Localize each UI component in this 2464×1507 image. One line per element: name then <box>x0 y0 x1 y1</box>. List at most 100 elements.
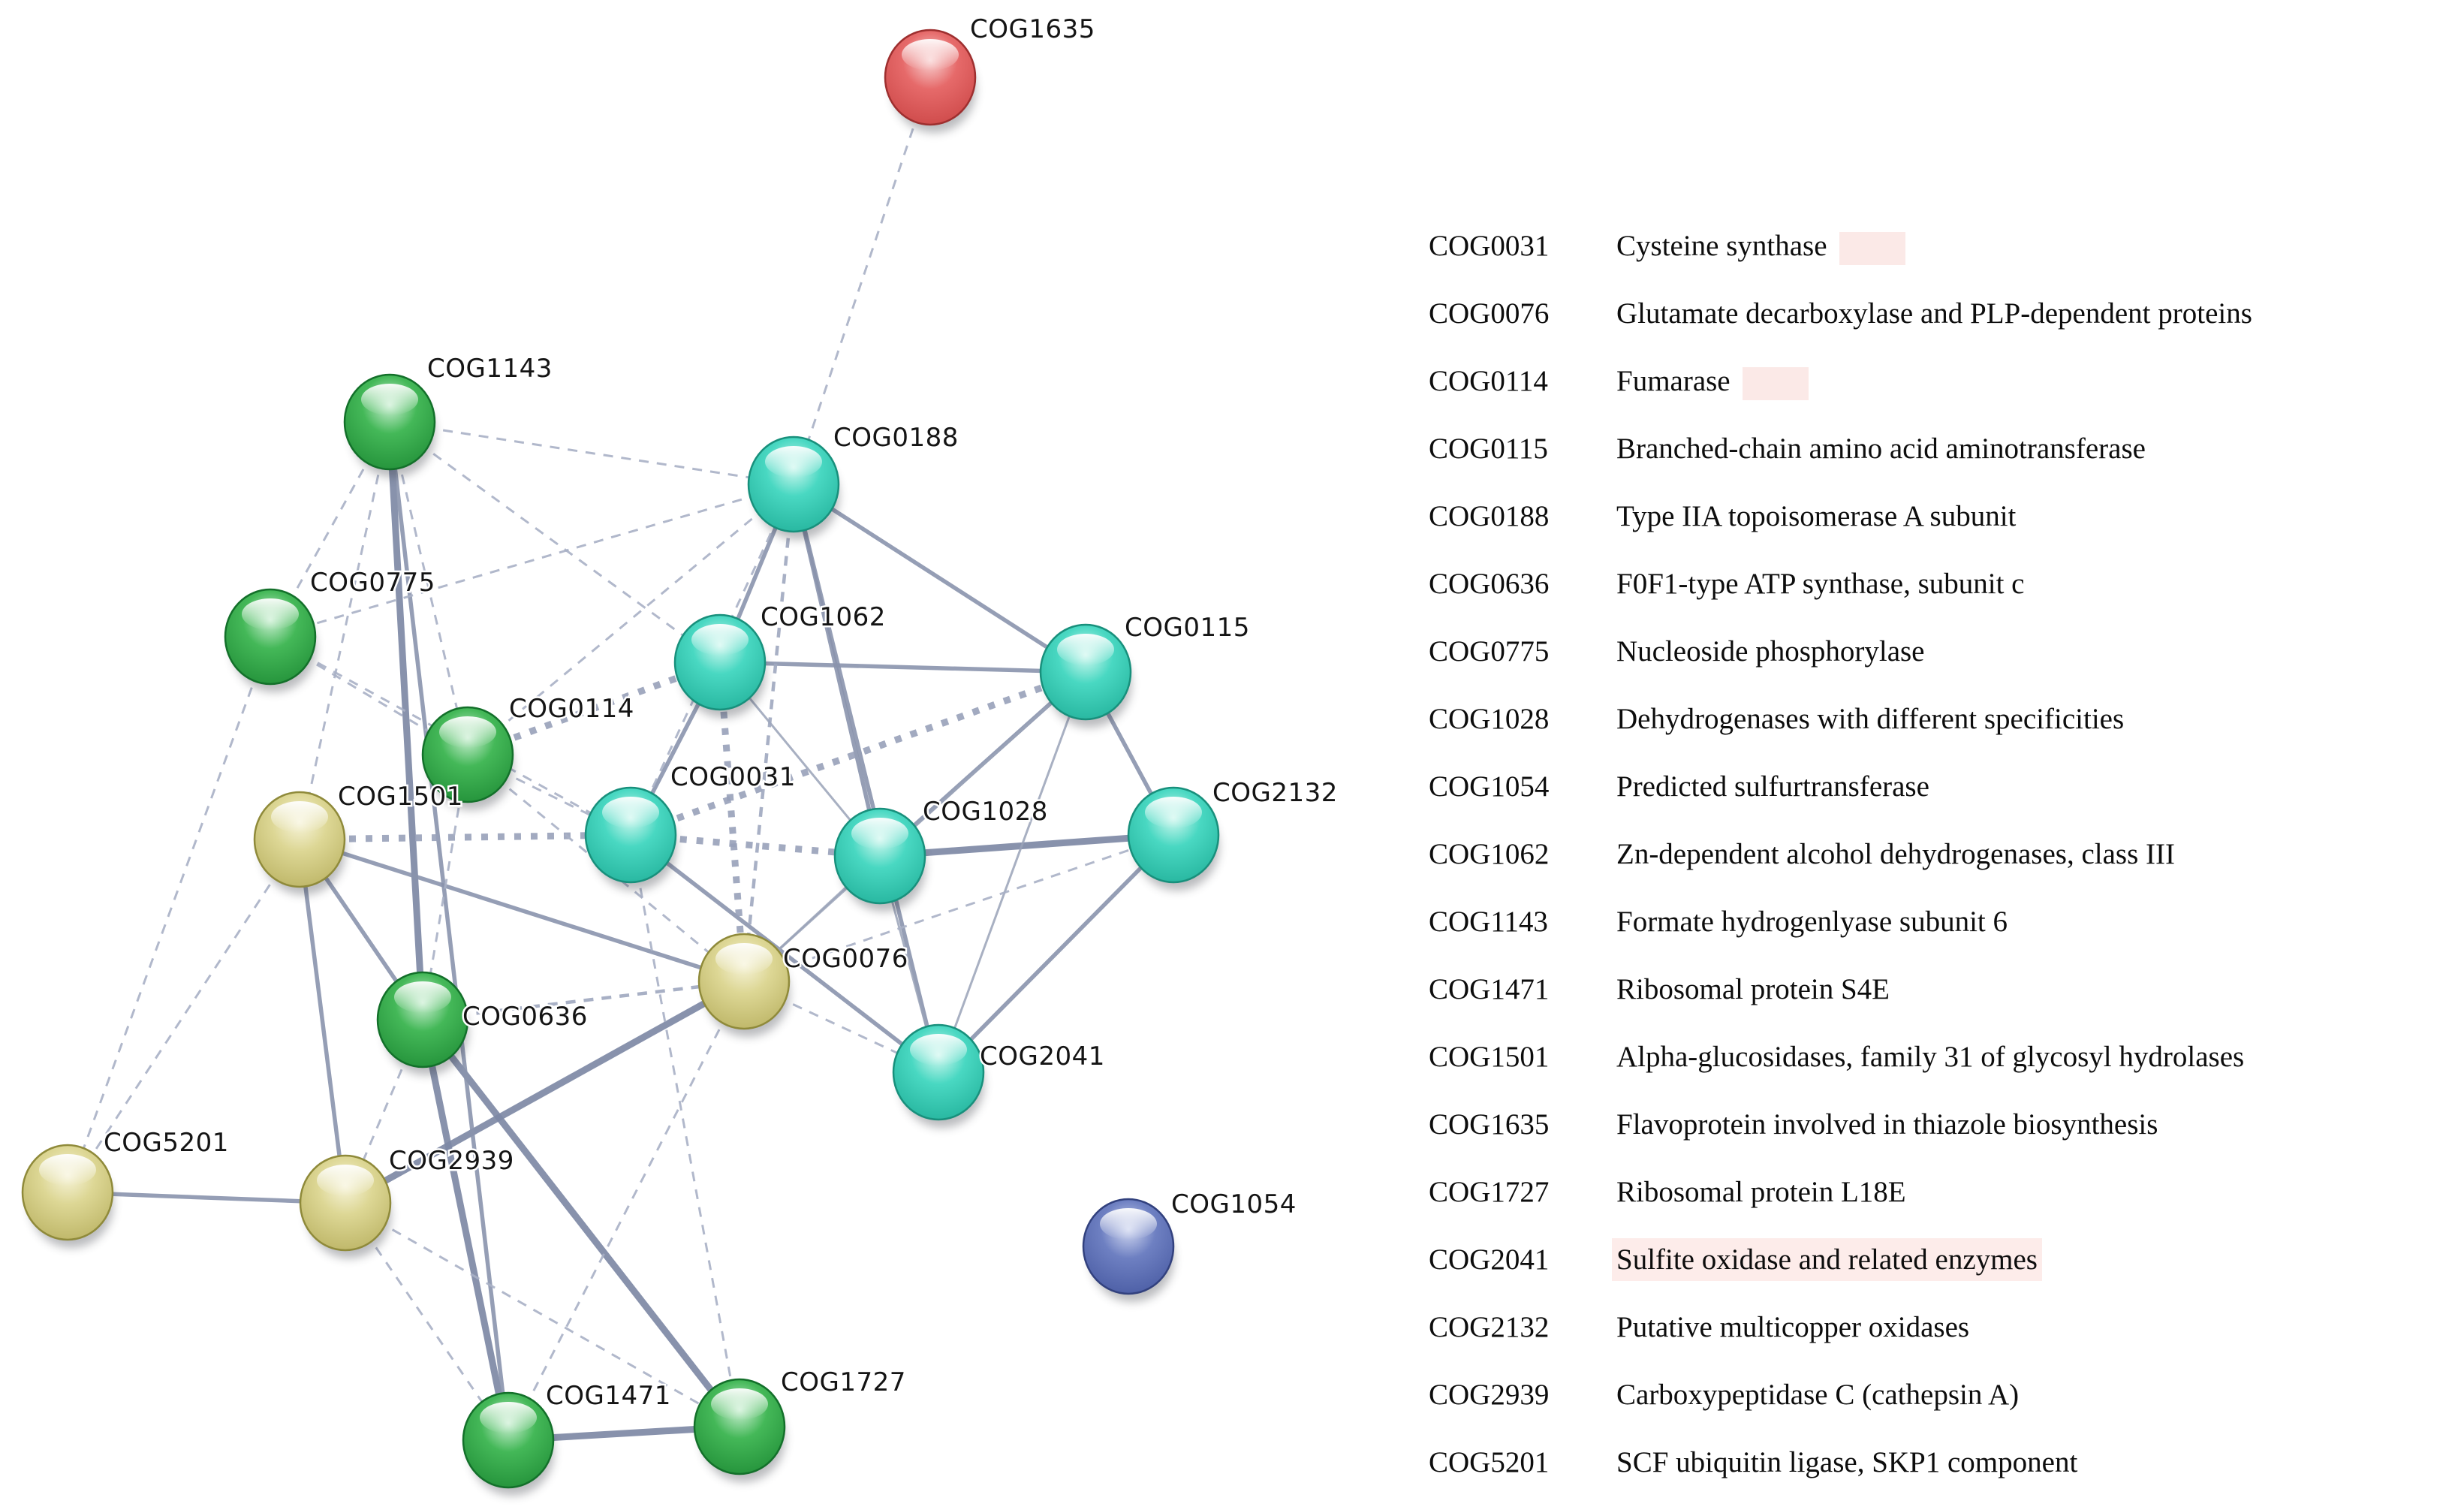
node-COG1054[interactable] <box>1082 1198 1175 1302</box>
node-COG1471[interactable] <box>462 1391 555 1496</box>
legend-cog-id: COG1501 <box>1429 1041 1550 1073</box>
edge-COG0076-COG1471 <box>507 981 746 1441</box>
node-label-COG0076: COG0076 <box>783 944 908 974</box>
node-COG0188[interactable] <box>747 436 840 540</box>
edge-COG0031-COG1727 <box>629 834 741 1427</box>
edge-COG1501-COG2939 <box>297 837 348 1205</box>
edge-COG0114-COG1062 <box>466 659 721 758</box>
legend-cog-id: COG1635 <box>1429 1108 1550 1141</box>
edge-COG1501-COG5201 <box>66 839 301 1193</box>
legend-cog-id: COG1062 <box>1429 838 1550 870</box>
edges-layer <box>65 77 1177 1444</box>
edge-COG1143-COG0114 <box>388 421 469 755</box>
node-label-COG0031: COG0031 <box>670 762 796 792</box>
node-label-COG1143: COG1143 <box>427 354 553 384</box>
legend-description: SCF ubiquitin ligase, SKP1 component <box>1616 1446 2078 1478</box>
edge-COG5201-COG2939 <box>65 1190 348 1205</box>
node-label-COG0114: COG0114 <box>509 694 634 724</box>
node-COG2041[interactable] <box>892 1023 985 1128</box>
node-COG1143[interactable] <box>343 373 436 478</box>
node-COG2939[interactable] <box>299 1154 392 1258</box>
legend-cog-id: COG5201 <box>1429 1446 1550 1478</box>
node-label-COG5201: COG5201 <box>104 1128 229 1158</box>
edge-COG0188-COG0115 <box>791 482 1088 674</box>
legend-row-COG5201: COG5201 SCF ubiquitin ligase, SKP1 compo… <box>1429 1445 2077 1479</box>
edge-COG0775-COG5201 <box>66 636 272 1193</box>
node-COG1028[interactable] <box>833 807 926 912</box>
node-label-COG0188: COG0188 <box>833 423 959 453</box>
node-label-COG2132: COG2132 <box>1212 778 1338 808</box>
node-COG0076[interactable] <box>697 933 791 1037</box>
legend-description: Alpha-glucosidases, family 31 of glycosy… <box>1616 1041 2245 1073</box>
legend-description: Putative multicopper oxidases <box>1616 1311 1970 1343</box>
node-label-COG2939: COG2939 <box>389 1146 514 1176</box>
legend-cog-id: COG1028 <box>1429 703 1550 735</box>
edge-COG1501-COG0031 <box>299 831 631 843</box>
nodes-layer <box>21 29 1220 1496</box>
legend-description: Sulfite oxidase and related enzymes <box>1616 1243 2038 1276</box>
edge-COG0031-COG0115 <box>629 668 1087 839</box>
edge-COG2939-COG1727 <box>345 1201 740 1428</box>
legend-cog-id: COG0114 <box>1429 365 1548 397</box>
legend-description: Carboxypeptidase C (cathepsin A) <box>1616 1379 2020 1411</box>
edge-COG0188-COG0775 <box>270 483 794 638</box>
node-label-COG0775: COG0775 <box>310 568 435 598</box>
node-COG1727[interactable] <box>693 1378 786 1482</box>
node-COG0031[interactable] <box>584 786 677 891</box>
node-COG1635[interactable] <box>884 29 977 133</box>
legend-cog-id: COG2132 <box>1429 1311 1550 1343</box>
legend-description: Nucleoside phosphorylase <box>1616 635 1925 668</box>
legend-cog-id: COG2041 <box>1429 1243 1550 1276</box>
legend-row-COG1471: COG1471 Ribosomal protein S4E <box>1429 972 1890 1006</box>
edge-COG1143-COG0636 <box>386 418 426 1023</box>
edge-COG0115-COG2041 <box>937 671 1087 1074</box>
legend-description: Glutamate decarboxylase and PLP-dependen… <box>1616 297 2252 330</box>
node-COG5201[interactable] <box>21 1144 114 1248</box>
node-COG1062[interactable] <box>673 613 767 718</box>
legend-description: Fumarase <box>1616 365 1731 397</box>
edge-COG2939-COG0076 <box>342 978 748 1207</box>
node-label-COG1028: COG1028 <box>923 797 1048 827</box>
node-COG1501[interactable] <box>253 791 346 895</box>
node-COG2132[interactable] <box>1127 786 1220 891</box>
legend-cog-id: COG2939 <box>1429 1379 1550 1411</box>
edge-COG1501-COG0076 <box>297 837 746 984</box>
edge-COG2132-COG2041 <box>936 833 1176 1074</box>
edge-COG1143-COG0188 <box>389 420 794 486</box>
legend-description: Ribosomal protein L18E <box>1616 1176 1906 1208</box>
legend-row-COG2939: COG2939 Carboxypeptidase C (cathepsin A) <box>1429 1378 2019 1412</box>
node-COG0775[interactable] <box>224 588 317 692</box>
legend-row-COG2041: COG2041 Sulfite oxidase and related enzym… <box>1429 1243 2038 1276</box>
edge-COG0188-COG2041 <box>791 482 941 1074</box>
highlight-box <box>1742 367 1809 401</box>
node-COG0114[interactable] <box>421 706 514 810</box>
legend-description: F0F1-type ATP synthase, subunit c <box>1616 568 2025 600</box>
legend-description: Flavoprotein involved in thiazole biosyn… <box>1616 1108 2158 1141</box>
node-label-COG0115: COG0115 <box>1125 613 1250 643</box>
node-COG0115[interactable] <box>1039 623 1132 728</box>
legend-description: Predicted sulfurtransferase <box>1616 770 1929 803</box>
edge-COG0188-COG0076 <box>742 484 796 982</box>
node-COG0636[interactable] <box>376 971 469 1075</box>
legend-description: Branched-chain amino acid aminotransfera… <box>1616 433 2146 465</box>
legend-cog-id: COG1143 <box>1429 906 1548 938</box>
node-label-COG0636: COG0636 <box>462 1002 588 1032</box>
legend-description: Ribosomal protein S4E <box>1616 973 1890 1005</box>
legend-cog-id: COG1471 <box>1429 973 1550 1005</box>
edge-COG2939-COG1471 <box>344 1202 510 1441</box>
node-label-COG1501: COG1501 <box>338 782 463 812</box>
legend-cog-id: COG0636 <box>1429 568 1550 600</box>
node-label-COG2041: COG2041 <box>980 1041 1105 1071</box>
edge-COG1028-COG2132 <box>876 831 1177 860</box>
edge-COG0114-COG0076 <box>467 753 745 983</box>
edge-COG1143-COG1471 <box>387 420 511 1442</box>
legend-description: Type IIA topoisomerase A subunit <box>1616 500 2017 532</box>
